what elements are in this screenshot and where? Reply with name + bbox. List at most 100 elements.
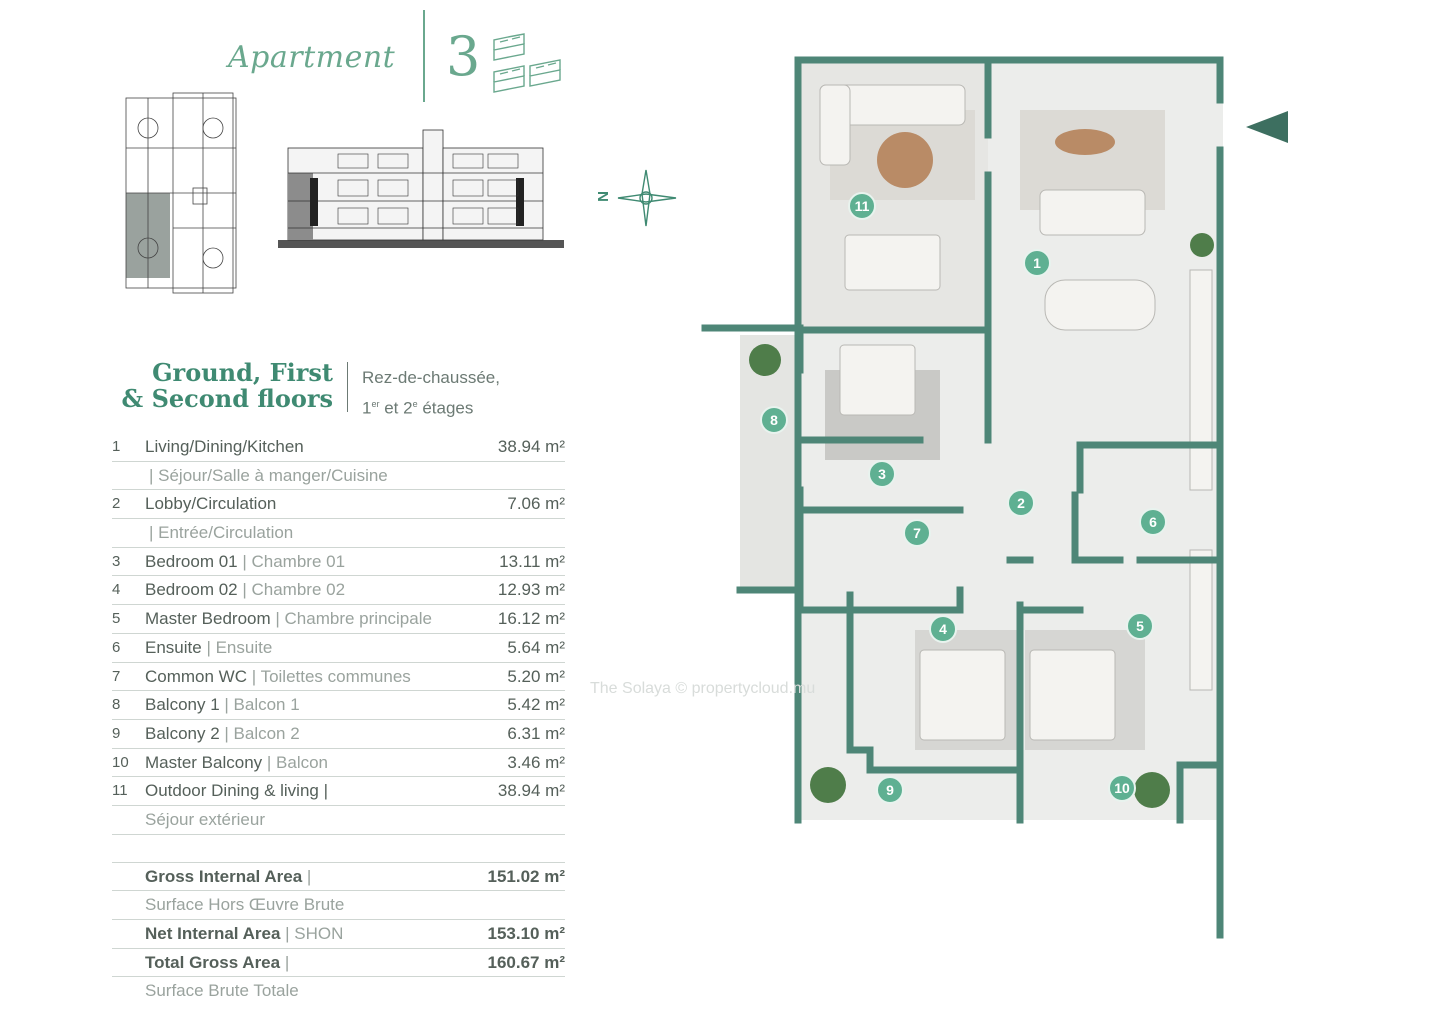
room-name-en: Common WC xyxy=(145,666,252,686)
room-badge-4: 4 xyxy=(929,615,957,643)
floors-title-fr: Rez-de-chaussée, 1er et 2e étages xyxy=(362,365,500,422)
room-name-en: Ensuite xyxy=(145,637,207,657)
total-name-en: Net Internal Area xyxy=(145,924,286,943)
room-row: 4 Bedroom 02 | Chambre 02 12.93 m² xyxy=(112,576,565,606)
room-badge-5: 5 xyxy=(1126,612,1154,640)
floors-title: Ground, First & Second floors xyxy=(100,360,333,412)
total-name-fr: | xyxy=(306,866,312,886)
room-name-fr: | Balcon 1 xyxy=(224,695,300,715)
room-row: 1 Living/Dining/Kitchen 38.94 m² xyxy=(112,433,565,462)
room-number: 8 xyxy=(112,696,121,714)
room-row-continued: | Entrée/Circulation xyxy=(112,519,565,548)
room-label: Lobby/Circulation xyxy=(145,490,276,517)
floors-fr-line1: Rez-de-chaussée, xyxy=(362,368,500,387)
room-name-fr: | Balcon 2 xyxy=(224,723,300,743)
room-row: 2 Lobby/Circulation 7.06 m² xyxy=(112,490,565,520)
compass-icon xyxy=(617,169,677,227)
room-badge-6: 6 xyxy=(1139,508,1167,536)
room-number: 9 xyxy=(112,724,121,742)
room-label: Balcony 1 | Balcon 1 xyxy=(145,691,300,718)
room-label: Outdoor Dining & living | xyxy=(145,777,328,804)
bed-icon xyxy=(493,33,561,93)
room-area: 38.94 m² xyxy=(497,781,565,801)
floors-title-line1: Ground, First xyxy=(152,358,333,387)
total-label: Net Internal Area | SHON xyxy=(145,920,343,947)
table-spacer xyxy=(112,835,565,863)
room-number: 6 xyxy=(112,638,121,656)
total-area: 151.02 m² xyxy=(487,866,566,886)
room-name-fr: | Ensuite xyxy=(206,637,273,657)
total-label: Total Gross Area | xyxy=(145,949,289,976)
floors-title-line2: & Second floors xyxy=(121,384,333,413)
room-number: 1 xyxy=(112,438,121,455)
room-number: 4 xyxy=(112,581,121,599)
room-name-fr: | Chambre 01 xyxy=(242,551,346,571)
total-label: Gross Internal Area | xyxy=(145,863,311,890)
room-badge-11: 11 xyxy=(848,192,876,220)
room-area: 12.93 m² xyxy=(497,580,565,600)
room-name-en: Master Balcony xyxy=(145,752,267,772)
room-label: Bedroom 02 | Chambre 02 xyxy=(145,576,345,603)
room-area: 5.64 m² xyxy=(507,637,565,657)
room-badge-9: 9 xyxy=(876,776,904,804)
area-table: 1 Living/Dining/Kitchen 38.94 m² | Séjour/S… xyxy=(112,433,565,1005)
room-name-fr-continued: | Séjour/Salle à manger/Cuisine xyxy=(149,465,388,485)
floors-divider xyxy=(347,362,348,412)
room-name-en: Balcony 2 xyxy=(145,723,225,743)
room-row: 3 Bedroom 01 | Chambre 01 13.11 m² xyxy=(112,548,565,577)
room-name-fr: | Chambre 02 xyxy=(242,580,346,600)
room-row: 6 Ensuite | Ensuite 5.64 m² xyxy=(112,634,565,663)
room-number: 11 xyxy=(112,782,128,800)
room-label: Common WC | Toilettes communes xyxy=(145,663,411,690)
room-row: 11 Outdoor Dining & living | 38.94 m² xyxy=(112,777,565,806)
room-name-en: Bedroom 01 xyxy=(145,551,243,571)
room-name-en: Balcony 1 xyxy=(145,695,225,715)
room-name-fr: | Chambre principale xyxy=(275,609,432,629)
total-row-continued: Surface Hors Œuvre Brute xyxy=(112,891,565,920)
room-badge-10: 10 xyxy=(1108,774,1136,802)
room-label: Master Bedroom | Chambre principale xyxy=(145,605,432,632)
total-area: 153.10 m² xyxy=(487,924,566,943)
apartment-number: 3 xyxy=(446,25,481,88)
room-area: 7.06 m² xyxy=(507,494,565,514)
room-number: 2 xyxy=(112,495,121,513)
total-name-en: Gross Internal Area xyxy=(145,866,307,886)
room-area: 5.20 m² xyxy=(507,666,565,686)
room-label: Bedroom 01 | Chambre 01 xyxy=(145,548,345,575)
watermark: The Solaya © propertycloud.mu xyxy=(590,680,816,697)
room-area: 38.94 m² xyxy=(497,437,565,456)
room-area: 6.31 m² xyxy=(507,723,565,743)
total-row-continued: Surface Brute Totale xyxy=(112,977,565,1005)
room-name-en: Outdoor Dining & living | xyxy=(145,781,329,801)
room-row: 7 Common WC | Toilettes communes 5.20 m² xyxy=(112,663,565,692)
room-number: 3 xyxy=(112,552,121,570)
room-label: Living/Dining/Kitchen xyxy=(145,433,304,460)
room-row: 9 Balcony 2 | Balcon 2 6.31 m² xyxy=(112,720,565,749)
building-elevation-image xyxy=(278,129,564,248)
room-name-en: Living/Dining/Kitchen xyxy=(145,437,304,456)
total-area: 160.67 m² xyxy=(487,952,566,972)
room-name-fr-continued: Séjour extérieur xyxy=(145,809,266,829)
room-number: 10 xyxy=(112,753,129,771)
room-badge-3: 3 xyxy=(868,460,896,488)
room-label: Balcony 2 | Balcon 2 xyxy=(145,720,300,747)
room-row-continued: | Séjour/Salle à manger/Cuisine xyxy=(112,462,565,491)
total-name-fr: | SHON xyxy=(285,924,344,943)
room-badge-2: 2 xyxy=(1007,489,1035,517)
room-badge-7: 7 xyxy=(903,519,931,547)
room-name-fr: | Balcon xyxy=(266,752,329,772)
room-label: Ensuite | Ensuite xyxy=(145,634,272,661)
room-number: 7 xyxy=(112,667,121,685)
room-name-fr: | Toilettes communes xyxy=(251,666,411,686)
room-area: 13.11 m² xyxy=(499,551,565,571)
total-row: Total Gross Area | 160.67 m² xyxy=(112,949,565,978)
room-number: 5 xyxy=(112,610,121,628)
key-plan-image xyxy=(125,92,237,294)
room-label: Master Balcony | Balcon xyxy=(145,749,328,776)
total-row: Net Internal Area | SHON 153.10 m² xyxy=(112,920,565,949)
title-divider xyxy=(423,10,425,102)
total-name-fr-continued: Surface Hors Œuvre Brute xyxy=(145,895,345,915)
room-name-en: Lobby/Circulation xyxy=(145,494,277,514)
